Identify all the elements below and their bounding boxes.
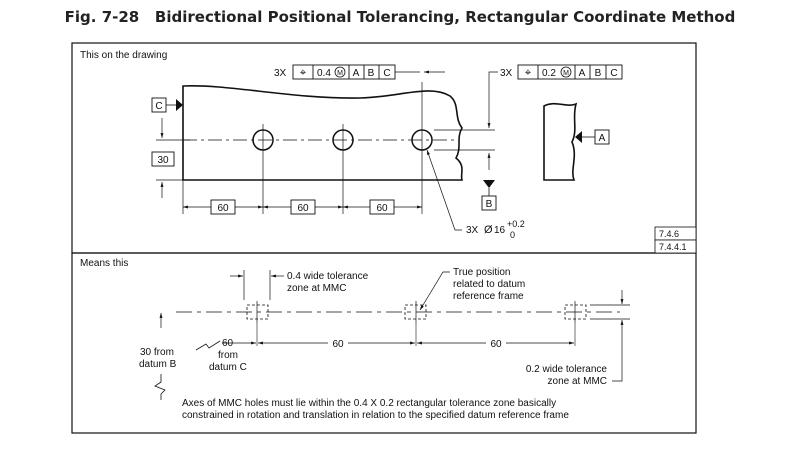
svg-text:related to datum: related to datum [453, 279, 525, 290]
hole-1 [252, 124, 274, 214]
meaning-panel-frame [71, 252, 697, 434]
svg-text:30 from: 30 from [140, 347, 174, 358]
meaning-caption-line-1: Axes of MMC holes must lie within the 0.… [182, 398, 556, 409]
svg-text:60: 60 [490, 339, 502, 350]
fcf-right-count: 3X [500, 68, 513, 79]
svg-text:0.2 wide tolerance: 0.2 wide tolerance [526, 364, 608, 375]
tolerance-zone-2 [404, 304, 427, 320]
figure-number: Fig. 7-28 [64, 8, 140, 26]
meaning-panel-label: Means this [80, 258, 128, 269]
reference-1: 7.4.6 [659, 229, 679, 239]
dim-30-label: 30 [157, 155, 169, 166]
svg-text:M: M [337, 70, 343, 77]
fcf-left-count: 3X [274, 68, 287, 79]
svg-text:reference frame: reference frame [453, 291, 524, 302]
svg-text:M: M [563, 70, 569, 77]
fcf-left-tolerance: 0.4 [317, 68, 331, 79]
tolerance-zone-3 [564, 304, 587, 320]
svg-text:zone at MMC: zone at MMC [287, 283, 346, 294]
svg-text:B: B [368, 68, 375, 79]
feature-control-frame-right: 3X ⌖ 0.2 M A B C [500, 64, 623, 80]
side-view: A [543, 102, 610, 181]
datum-b-feature: B [481, 180, 497, 211]
diameter-icon: Ø [484, 224, 493, 236]
tolerance-zone-1 [246, 304, 269, 320]
svg-text:zone at MMC: zone at MMC [548, 376, 607, 387]
vertical-dimension-30: 30 [151, 118, 190, 198]
dim-60-2: 60 [297, 203, 309, 214]
svg-text:60: 60 [332, 339, 344, 350]
svg-text:datum B: datum B [139, 359, 177, 370]
svg-text:from: from [218, 350, 238, 361]
svg-text:C: C [610, 68, 617, 79]
dimension-60-from-c: 60 from datum C [195, 338, 256, 373]
fcf-right-tolerance: 0.2 [542, 68, 556, 79]
feature-control-frame-left: 3X ⌖ 0.4 M A B C [274, 64, 396, 80]
note-tolerance-04: 0.4 wide tolerance zone at MMC [230, 270, 369, 300]
svg-text:datum C: datum C [209, 362, 247, 373]
svg-text:A: A [353, 68, 360, 79]
svg-text:B: B [595, 68, 602, 79]
drawing-panel-label: This on the drawing [80, 50, 167, 61]
meaning-caption-line-2: constrained in rotation and translation … [182, 410, 569, 421]
svg-text:60: 60 [222, 338, 234, 349]
svg-text:0.4 wide tolerance: 0.4 wide tolerance [287, 271, 369, 282]
horizontal-dimensions: 60 60 60 [183, 199, 422, 215]
zone-height-dimension [590, 290, 630, 382]
position-symbol-icon: ⌖ [300, 67, 306, 79]
hole-size-callout: 3X Ø 16 +0.2 0 [466, 219, 525, 240]
svg-text:True position: True position [453, 267, 510, 278]
dim-60-1: 60 [217, 203, 229, 214]
datum-c-feature: C [151, 97, 183, 113]
svg-text:16: 16 [494, 225, 506, 236]
fcf-right-leader [487, 71, 498, 128]
figure-title-text: Bidirectional Positional Tolerancing, Re… [154, 8, 736, 26]
mmc-modifier-icon [334, 66, 346, 78]
hole-2 [332, 124, 354, 214]
position-symbol-icon-right: ⌖ [525, 67, 531, 79]
svg-text:+0.2: +0.2 [507, 219, 525, 229]
hole-callout-leader [426, 149, 462, 231]
part-outline [182, 85, 464, 181]
svg-text:C: C [383, 68, 390, 79]
reference-2: 7.4.4.1 [659, 242, 687, 252]
mmc-modifier-icon-right [560, 66, 572, 78]
dim-60-3: 60 [376, 203, 388, 214]
svg-text:3X: 3X [466, 225, 479, 236]
figure-title: Fig. 7-28 Bidirectional Positional Toler… [0, 8, 800, 26]
svg-text:B: B [486, 199, 493, 210]
reference-box: 7.4.6 7.4.4.1 [654, 226, 697, 254]
svg-text:0: 0 [510, 230, 515, 240]
note-true-position: True position related to datum reference… [419, 267, 525, 311]
dimension-30-from-b: 30 from datum B [139, 313, 177, 400]
dimension-spacing-meaning: 60 60 [256, 323, 576, 350]
note-tolerance-02: 0.2 wide tolerance zone at MMC [526, 364, 608, 387]
svg-text:C: C [155, 101, 162, 112]
svg-text:A: A [579, 68, 586, 79]
datum-a-label: A [599, 133, 606, 144]
hole-3 [411, 82, 433, 214]
